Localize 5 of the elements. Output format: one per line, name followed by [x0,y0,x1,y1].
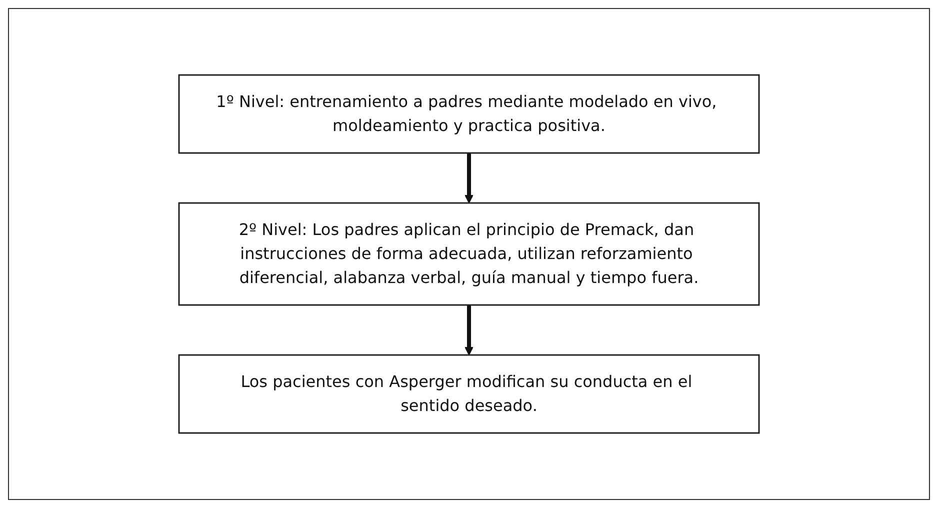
arrow [464,305,474,356]
arrow [464,153,474,204]
node-box: 1º Nivel: entrenamiento a padres mediante modelado en vivo, moldeamiento y practica positiva. [178,74,760,154]
node-box: Los pacientes con Asperger modifican su conducta en el sentido deseado. [178,354,760,434]
node-box: 2º Nivel: Los padres aplican el principio de Premack, dan instrucciones de forma adecuada, utilizan reforzamiento diferencial, alabanza verbal, guía manual y tiempo fuera. [178,202,760,306]
